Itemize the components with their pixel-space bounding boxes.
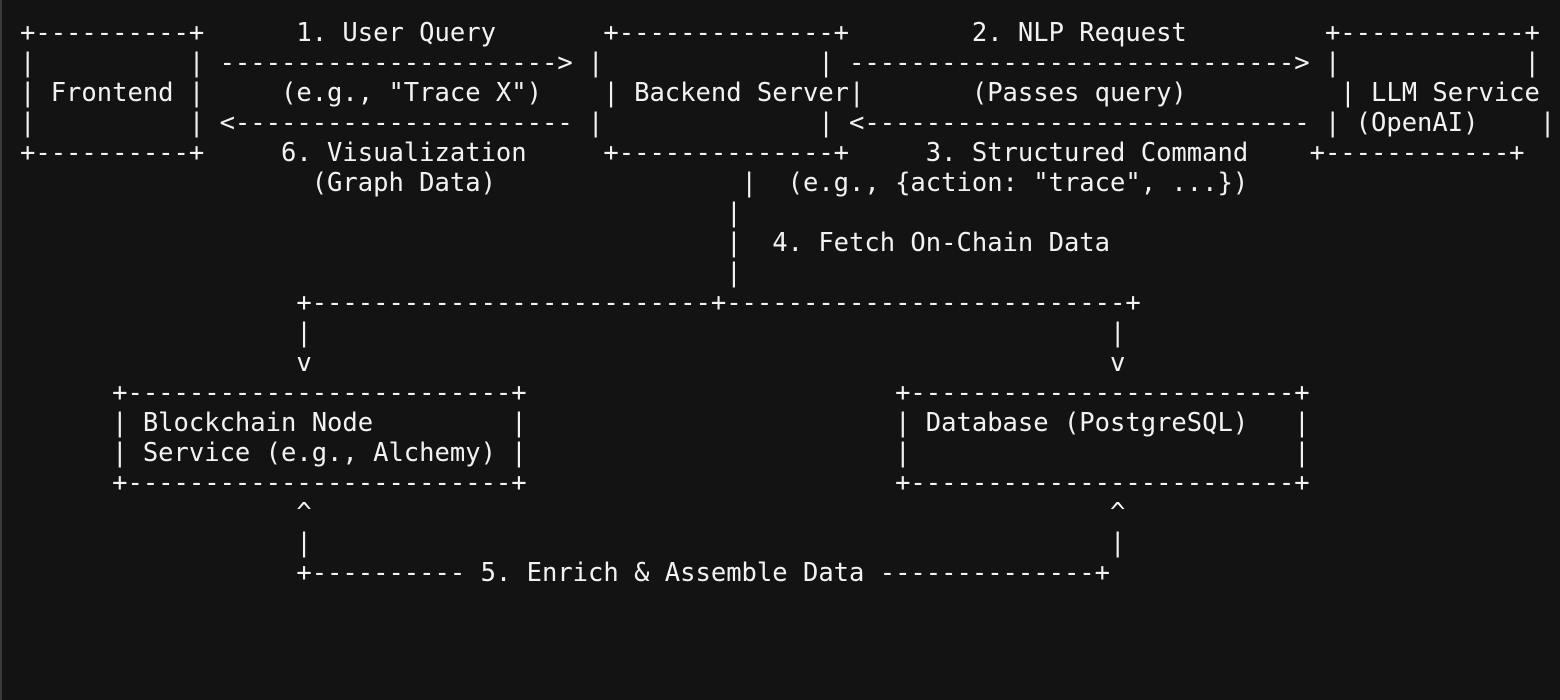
diagram-line: +--------------------------+------------… (20, 288, 1141, 318)
diagram-line: | (20, 258, 742, 288)
diagram-line: | | (20, 528, 1126, 558)
diagram-line: +-------------------------+ +-----------… (20, 378, 1310, 408)
diagram-line: +----------+ 6. Visualization +---------… (20, 138, 1525, 168)
diagram-line: | Frontend | (e.g., "Trace X") | Backend… (20, 78, 1560, 108)
diagram-line: | 4. Fetch On-Chain Data (20, 228, 1111, 258)
diagram-line: | | ----------------------> | | --------… (20, 48, 1540, 78)
diagram-line: ^ ^ (20, 498, 1126, 528)
diagram-line: (Graph Data) | (e.g., {action: "trace", … (20, 168, 1249, 198)
diagram-line: | Service (e.g., Alchemy) | | | (20, 438, 1310, 468)
diagram-line: | Blockchain Node | | Database (PostgreS… (20, 408, 1310, 438)
left-border (0, 0, 2, 700)
diagram-line: +-------------------------+ +-----------… (20, 468, 1310, 498)
diagram-line: v v (20, 348, 1126, 378)
diagram-line: | (20, 198, 742, 228)
diagram-line: +---------- 5. Enrich & Assemble Data --… (20, 558, 1111, 588)
diagram-line: +----------+ 1. User Query +------------… (20, 18, 1540, 48)
diagram-line: | | <---------------------- | | <-------… (20, 108, 1556, 138)
ascii-flow-diagram: +----------+ 1. User Query +------------… (20, 18, 1560, 588)
diagram-line: | | (20, 318, 1126, 348)
